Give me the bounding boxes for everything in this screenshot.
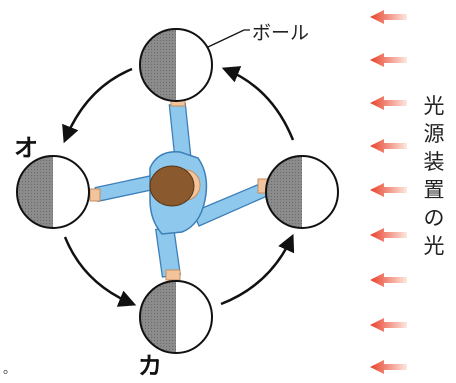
circular-arrow-icon [221, 66, 295, 141]
arms [89, 95, 269, 281]
circular-arrow-icon [63, 236, 137, 307]
light-source-char: 源 [423, 122, 445, 146]
red-light-arrow-icon [370, 183, 407, 197]
arm-left [94, 173, 160, 203]
ball-top [139, 28, 213, 102]
person [149, 151, 208, 235]
ball-left [16, 155, 90, 229]
red-light-arrow-icon [370, 360, 407, 374]
ball-leader-line [207, 29, 250, 48]
stray-mark: 。 [3, 362, 17, 377]
light-source-char: 光 [423, 94, 445, 118]
position-label-o: オ [14, 134, 38, 162]
circular-arrow-icon [62, 67, 133, 144]
red-light-arrow-icon [370, 273, 407, 287]
circular-arrow-icon [220, 233, 295, 306]
ball-bottom [139, 280, 213, 354]
person-hair [149, 165, 195, 207]
light-arrows [370, 10, 407, 374]
red-light-arrow-icon [370, 53, 407, 67]
light-source-char: の [423, 206, 445, 230]
position-label-ka: カ [138, 352, 162, 380]
light-source-char: 置 [423, 178, 445, 202]
red-light-arrow-icon [370, 318, 407, 332]
ball-right [265, 155, 339, 229]
red-light-arrow-icon [370, 10, 407, 24]
red-light-arrow-icon [370, 139, 407, 153]
ball-label: ボール [252, 22, 310, 44]
arm-up [168, 102, 192, 158]
red-light-arrow-icon [370, 96, 407, 110]
light-source-char: 光 [423, 234, 445, 258]
rotation-arrows [62, 66, 295, 307]
light-source-char: 装 [423, 150, 445, 174]
red-light-arrow-icon [370, 228, 407, 242]
hand-left [89, 188, 101, 202]
hand-down [165, 269, 181, 281]
